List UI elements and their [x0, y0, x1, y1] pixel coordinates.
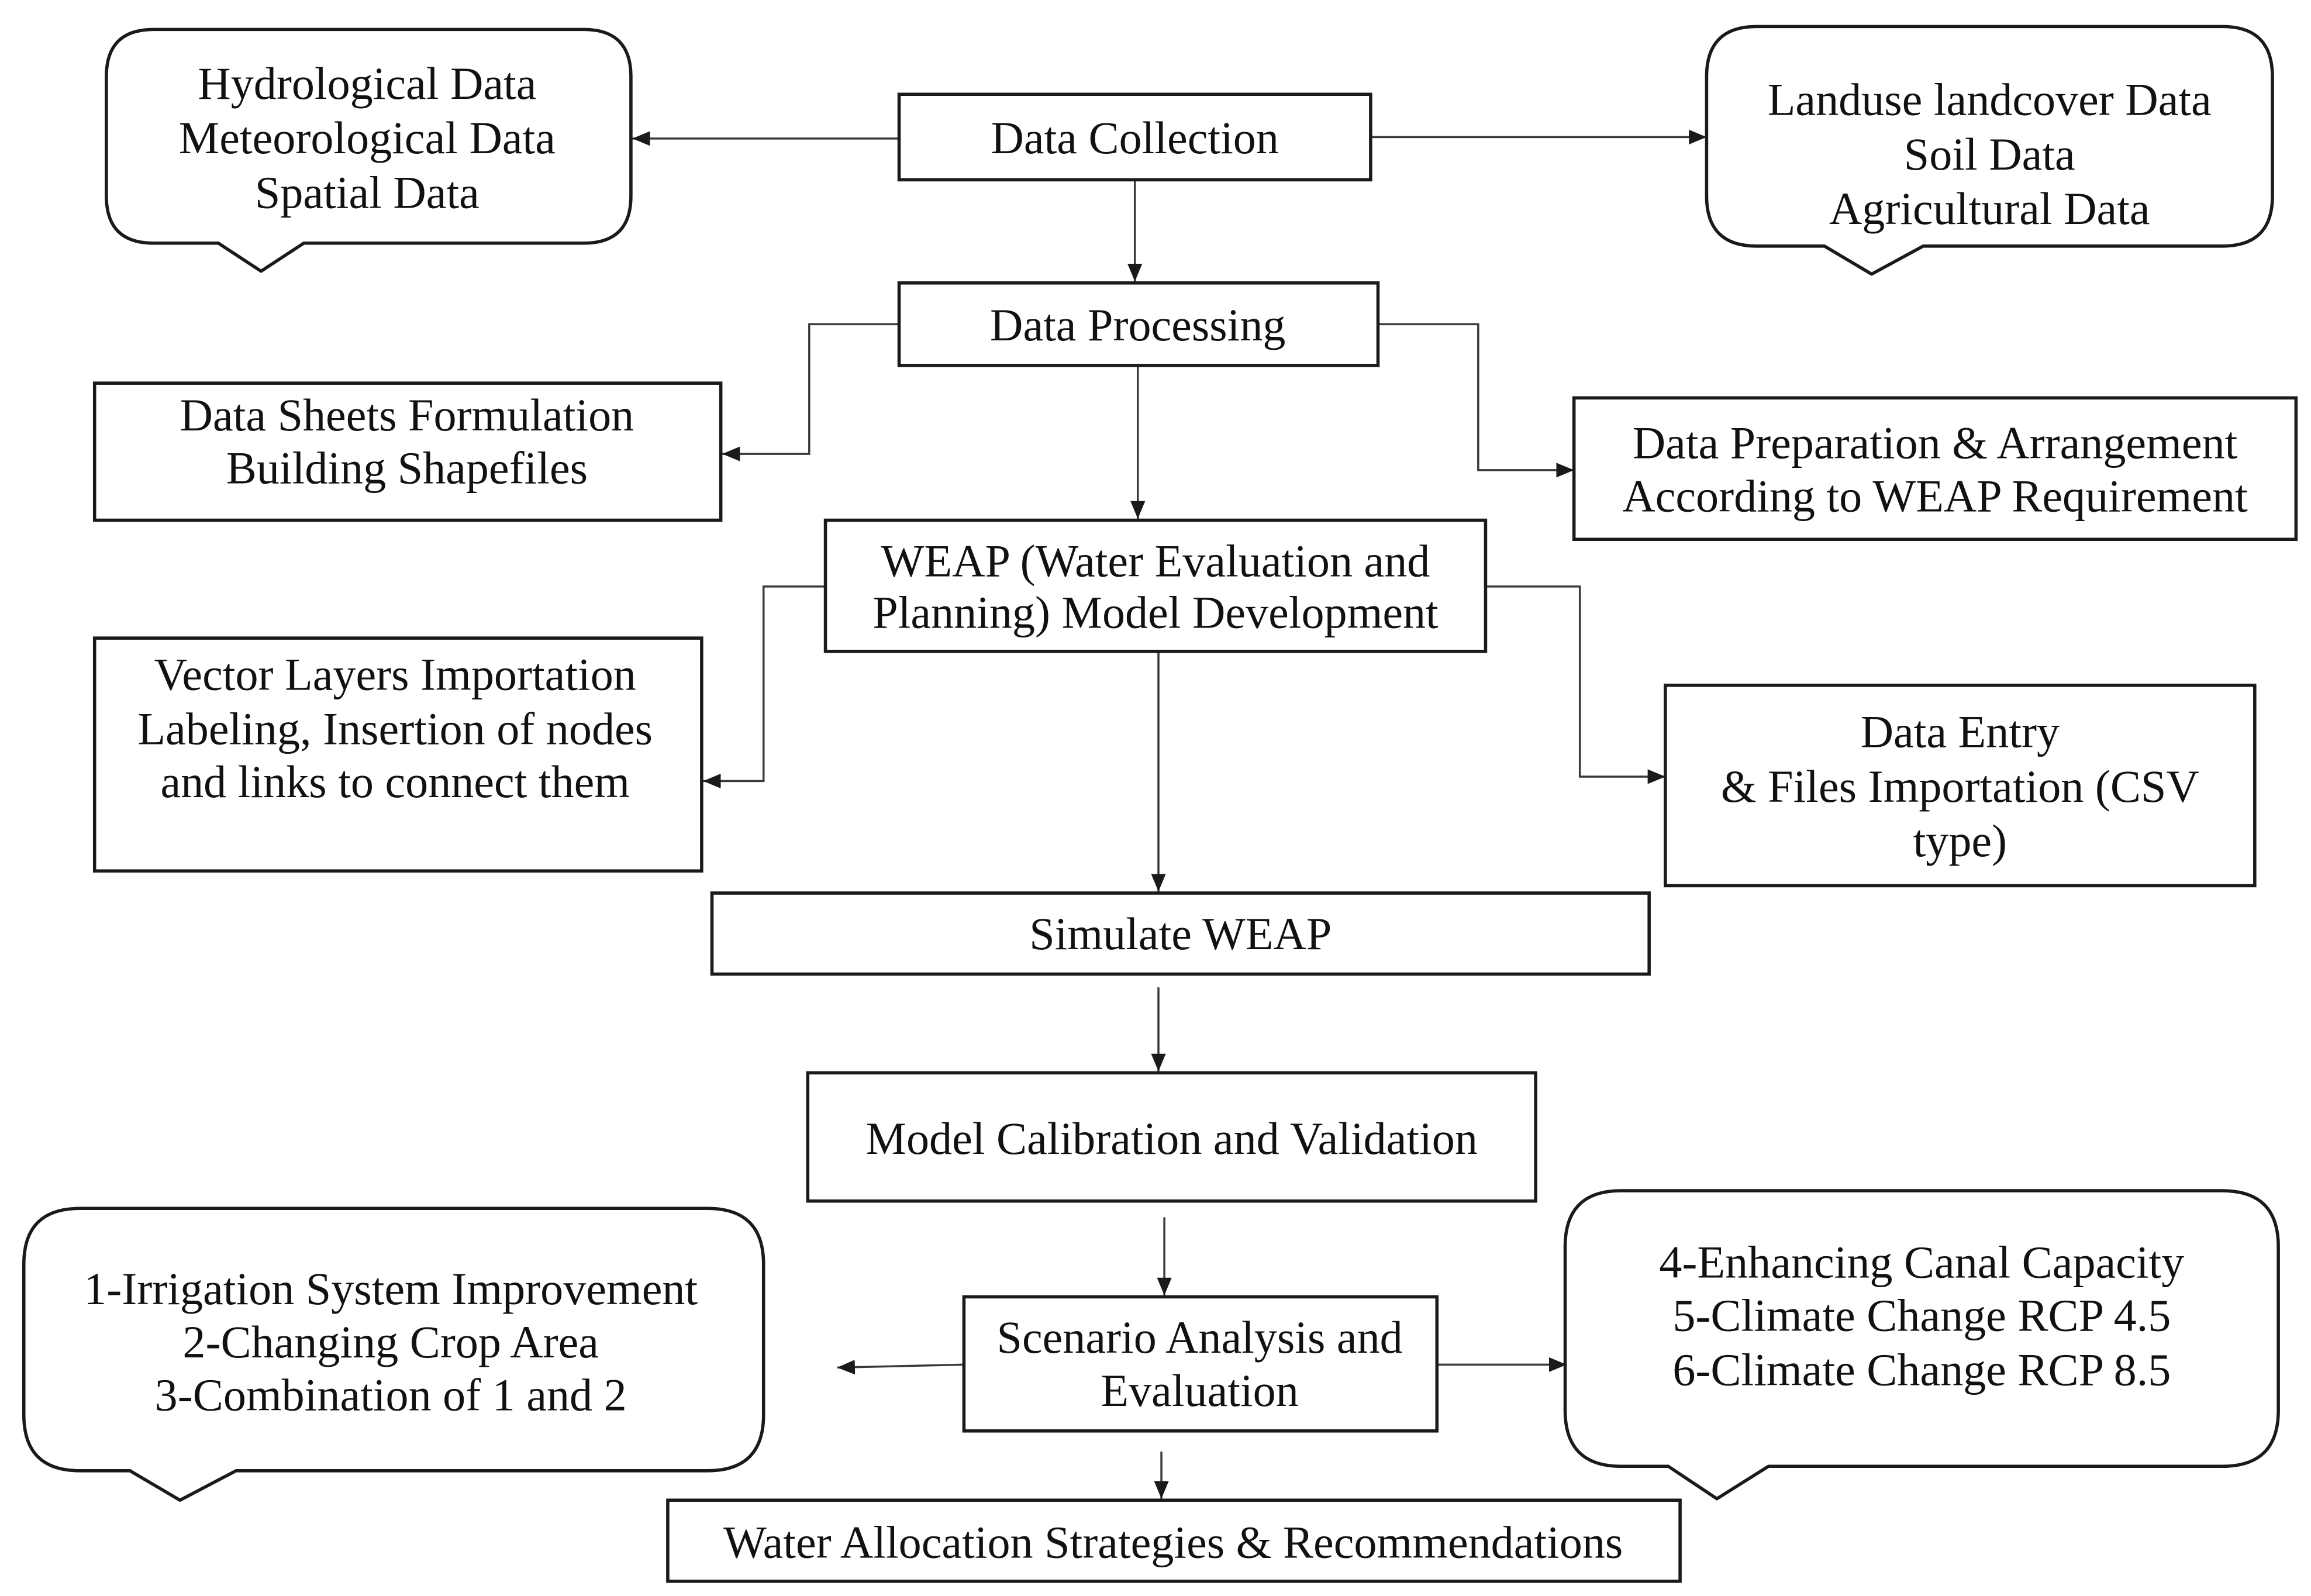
model-right-box	[1664, 683, 2257, 888]
scenarios-right-callout	[1563, 1189, 2280, 1501]
model-right-node: Data Entry & Files Importation (CSV type…	[1664, 683, 2257, 888]
labeling-insertion-label: Labeling, Insertion of nodes	[137, 704, 653, 754]
data-processing-box	[897, 281, 1380, 367]
scenarios-left-callout	[22, 1207, 765, 1502]
processing-right-node: Data Preparation & Arrangement According…	[1572, 396, 2298, 542]
scenario-analysis-label-line-2: Evaluation	[1101, 1365, 1298, 1416]
scenario-5-label: 5-Climate Change RCP 4.5	[1672, 1290, 2171, 1340]
collection-sources-right-node: Landuse landcover Data Soil Data Agricul…	[1705, 25, 2274, 276]
recommendations-box	[666, 1498, 1682, 1583]
arrow-weap-to-left	[703, 585, 826, 789]
scenario-4-label: 4-Enhancing Canal Capacity	[1659, 1237, 2184, 1288]
calibration-label: Model Calibration and Validation	[866, 1113, 1478, 1164]
collection-sources-left-callout	[105, 27, 633, 273]
data-collection-node: Data Collection	[897, 92, 1372, 182]
recommendations-label: Water Allocation Strategies & Recommenda…	[723, 1516, 1623, 1567]
calibration-node: Model Calibration and Validation	[806, 1071, 1537, 1203]
scenarios-right-node: 4-Enhancing Canal Capacity 5-Climate Cha…	[1563, 1189, 2280, 1501]
arrow-processing-to-left	[722, 323, 899, 461]
agricultural-data-label: Agricultural Data	[1829, 183, 2150, 234]
files-importation-label: & Files Importation (CSV	[1721, 761, 2199, 812]
model-left-box	[92, 636, 703, 873]
scenario-6-label: 6-Climate Change RCP 8.5	[1672, 1345, 2171, 1395]
data-processing-node: Data Processing	[897, 281, 1380, 367]
weap-requirement-label: According to WEAP Requirement	[1622, 470, 2248, 521]
processing-left-node: Data Sheets Formulation Building Shapefi…	[92, 381, 723, 522]
processing-left-box	[92, 381, 723, 522]
data-collection-box	[897, 92, 1372, 182]
arrow-scenario-to-left	[837, 1360, 964, 1375]
scenarios-left-node: 1-Irrigation System Improvement 2-Changi…	[22, 1207, 765, 1502]
arrow-weap-to-right	[1485, 585, 1665, 784]
weap-model-label-line-1: WEAP (Water Evaluation and	[881, 535, 1430, 586]
csv-type-label: type)	[1913, 815, 2008, 866]
connectors	[632, 129, 1707, 1499]
data-processing-label: Data Processing	[990, 299, 1285, 350]
data-preparation-label: Data Preparation & Arrangement	[1633, 418, 2238, 468]
data-collection-label: Data Collection	[991, 112, 1279, 163]
weap-model-label-line-2: Planning) Model Development	[872, 587, 1439, 637]
scenario-2-label: 2-Changing Crop Area	[182, 1316, 599, 1367]
scenario-analysis-label-line-1: Scenario Analysis and	[997, 1312, 1403, 1363]
calibration-box	[806, 1071, 1537, 1203]
simulate-node: Simulate WEAP	[710, 891, 1651, 976]
soil-data-label: Soil Data	[1904, 129, 2075, 180]
building-shapefiles-label: Building Shapefiles	[226, 443, 588, 494]
weap-model-node: WEAP (Water Evaluation and Planning) Mod…	[823, 518, 1488, 653]
meteorological-data-label: Meteorological Data	[179, 112, 556, 163]
collection-sources-left-node: Hydrological Data Meteorological Data Sp…	[105, 27, 633, 273]
simulate-box	[710, 891, 1651, 976]
model-left-node: Vector Layers Importation Labeling, Inse…	[92, 636, 703, 873]
scenario-analysis-box	[962, 1295, 1439, 1433]
collection-sources-right-callout	[1705, 25, 2274, 276]
hydrological-data-label: Hydrological Data	[198, 58, 536, 109]
vector-layers-importation-label: Vector Layers Importation	[154, 649, 636, 699]
processing-right-box	[1572, 396, 2298, 542]
links-connect-label: and links to connect them	[160, 756, 630, 807]
arrow-processing-to-right	[1378, 323, 1574, 478]
spatial-data-label: Spatial Data	[255, 167, 480, 218]
data-sheets-formulation-label: Data Sheets Formulation	[180, 389, 634, 440]
landuse-landcover-data-label: Landuse landcover Data	[1768, 74, 2212, 125]
scenario-3-label: 3-Combination of 1 and 2	[155, 1369, 627, 1420]
weap-model-box	[823, 518, 1488, 653]
scenario-analysis-node: Scenario Analysis and Evaluation	[962, 1295, 1439, 1433]
scenario-1-label: 1-Irrigation System Improvement	[84, 1263, 698, 1314]
data-entry-label: Data Entry	[1861, 706, 2060, 757]
recommendations-node: Water Allocation Strategies & Recommenda…	[666, 1498, 1682, 1583]
simulate-label: Simulate WEAP	[1029, 908, 1332, 959]
